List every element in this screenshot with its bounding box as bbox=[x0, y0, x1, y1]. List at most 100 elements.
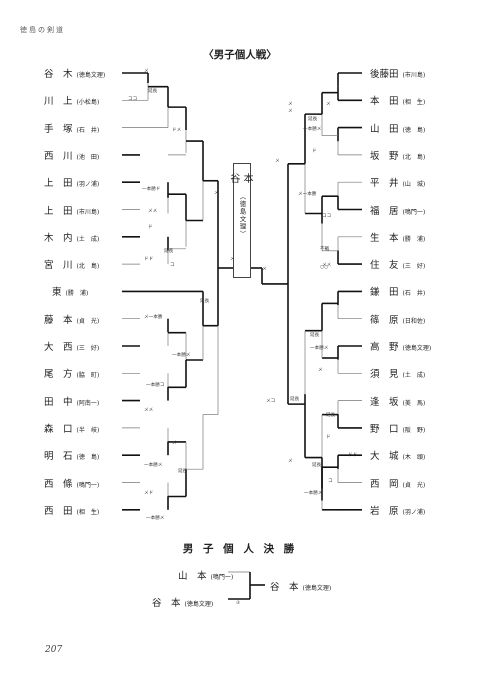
match-score-label: メド bbox=[144, 491, 154, 496]
player-team: (日和佐) bbox=[402, 317, 426, 325]
final-title: 男 子 個 人 決 勝 bbox=[182, 543, 298, 555]
match-score-label: ド bbox=[312, 149, 317, 154]
mens-individual-title: 〈男子個人戦〉 bbox=[203, 49, 277, 61]
player-team: (小松島) bbox=[76, 99, 100, 107]
player-team: (北 島) bbox=[76, 263, 100, 271]
player-name: 後藤田 bbox=[370, 69, 399, 80]
player-team: (鳴門一) bbox=[76, 481, 100, 489]
right-player-row: 西 岡(貞 光) bbox=[370, 476, 425, 490]
right-player-row: 山 田(徳 島) bbox=[370, 121, 425, 135]
player-name: 西 岡 bbox=[370, 478, 399, 490]
player-team: (鳴門一) bbox=[402, 208, 426, 216]
left-player-row: 宮 川(北 島) bbox=[44, 257, 99, 271]
match-score-label: 一本勝メ bbox=[310, 346, 329, 351]
player-team: (脇 町) bbox=[76, 372, 100, 380]
left-player-row: 手 塚(石 井) bbox=[44, 121, 99, 135]
player-name: 生 本 bbox=[370, 232, 399, 244]
player-name: 大 西 bbox=[44, 342, 73, 353]
player-team: (徳島文理) bbox=[76, 72, 106, 79]
player-team: (徳 島) bbox=[402, 126, 426, 134]
final-player-2: 谷 本(徳島文理) bbox=[152, 598, 214, 609]
match-score-label: メ bbox=[144, 69, 149, 74]
match-score-label: メメ bbox=[322, 263, 332, 268]
right-player-row: 野 口(阪 野) bbox=[370, 421, 425, 435]
player-name: 山 田 bbox=[370, 123, 399, 135]
left-player-row: 上 田(市川島) bbox=[44, 203, 99, 217]
match-score-label: 一本勝コ bbox=[146, 383, 165, 388]
left-player-row: 明 石(徳 島) bbox=[44, 448, 99, 462]
player-team: (勝 浦) bbox=[402, 235, 426, 243]
player-team: (半 岐) bbox=[76, 426, 100, 434]
player-name: 野 口 bbox=[370, 423, 399, 435]
right-player-row: 高 野(徳島文理) bbox=[370, 339, 431, 353]
player-name: 森 口 bbox=[44, 423, 73, 435]
player-name: 逢 坂 bbox=[370, 396, 399, 408]
match-score-label: メ bbox=[288, 459, 293, 464]
match-score-label: 一本勝メ bbox=[172, 353, 191, 358]
player-name: 谷 木 bbox=[44, 69, 73, 80]
left-player-row: 藤 本(貞 光) bbox=[44, 312, 99, 326]
match-score-label: ド bbox=[326, 435, 331, 440]
match-score-label: メ一本勝 bbox=[144, 315, 163, 320]
player-team: (徳島文理) bbox=[402, 345, 432, 352]
match-score-label: メメ bbox=[148, 209, 158, 214]
match-score-label: メ bbox=[288, 102, 293, 107]
match-score-label: 延長 bbox=[164, 249, 174, 254]
player-team: (市川島) bbox=[402, 72, 426, 79]
match-score-label: メメ bbox=[144, 408, 154, 413]
player-name: 岩 原 bbox=[370, 505, 399, 517]
player-team: (土 成) bbox=[402, 372, 426, 380]
player-team: (相 生) bbox=[402, 99, 426, 107]
match-score-label: コ bbox=[328, 479, 333, 484]
match-score-label: コ bbox=[170, 263, 175, 268]
player-name: 西 川 bbox=[44, 150, 73, 162]
player-name: 住 友 bbox=[370, 260, 399, 272]
left-player-row: 西 條(鳴門一) bbox=[44, 476, 99, 490]
match-score-label: 一本勝メ bbox=[146, 516, 165, 521]
match-score-label: 延長 bbox=[310, 333, 320, 338]
right-player-row: 生 本(勝 浦) bbox=[370, 230, 425, 244]
match-score-label: 一本勝メ bbox=[144, 463, 163, 468]
left-player-row: 田 中(阿南一) bbox=[44, 394, 99, 408]
player-team: (相 生) bbox=[76, 508, 100, 516]
player-name: 篠 原 bbox=[370, 314, 399, 326]
left-player-row: 上 田(羽ノ浦) bbox=[44, 175, 99, 189]
final-winner: 谷 本(徳島文理) bbox=[270, 582, 332, 593]
match-score-label: メ bbox=[326, 102, 331, 107]
left-player-row: 東(勝 浦) bbox=[52, 284, 88, 298]
player-name: 明 石 bbox=[44, 451, 73, 463]
page-header: 徳島の剣道 bbox=[20, 26, 65, 34]
left-player-row: 川 上(小松島) bbox=[44, 93, 99, 107]
match-score-label: ココ bbox=[128, 97, 138, 102]
match-score-label: メ一本勝 bbox=[298, 192, 317, 197]
right-player-row: 鎌 田(石 井) bbox=[370, 284, 425, 298]
match-score-label: ド bbox=[148, 225, 153, 230]
player-name: 福 居 bbox=[370, 205, 399, 217]
right-player-row: 篠 原(日和佐) bbox=[370, 312, 425, 326]
right-player-row: 大 城(木 頭) bbox=[370, 448, 425, 462]
player-name: 宮 川 bbox=[44, 260, 73, 272]
player-name: 平 井 bbox=[370, 178, 399, 190]
player-name: 東 bbox=[52, 287, 62, 299]
player-name: 須 見 bbox=[370, 369, 399, 381]
match-score-label: 延長 bbox=[312, 463, 322, 468]
final-player-1: 山 本(鳴門一) bbox=[178, 571, 234, 582]
left-player-row: 木 内(土 成) bbox=[44, 230, 99, 244]
player-name: 鎌 田 bbox=[370, 287, 399, 299]
right-player-row: 後藤田(市川島) bbox=[370, 66, 425, 80]
right-player-row: 本 田(相 生) bbox=[370, 93, 425, 107]
player-team: (三 好) bbox=[76, 345, 100, 352]
match-score-label: 一本勝メ bbox=[303, 127, 322, 132]
champion-box: 谷 本 （徳島文理） bbox=[230, 163, 254, 278]
player-name: 西 條 bbox=[44, 478, 73, 490]
match-score-label: メコ bbox=[266, 399, 276, 404]
match-score-label: ドメ bbox=[172, 128, 182, 133]
player-team: (市川島) bbox=[76, 208, 100, 216]
player-team: (徳 島) bbox=[76, 454, 100, 462]
match-score-label: メ bbox=[230, 256, 235, 262]
match-score-label: 延長 bbox=[148, 89, 158, 94]
match-score-label: 延長 bbox=[290, 397, 300, 402]
champion-team: （徳島文理） bbox=[238, 193, 246, 238]
match-score-label: 不戦 bbox=[320, 247, 330, 252]
match-score-label: 延長 bbox=[178, 469, 188, 474]
